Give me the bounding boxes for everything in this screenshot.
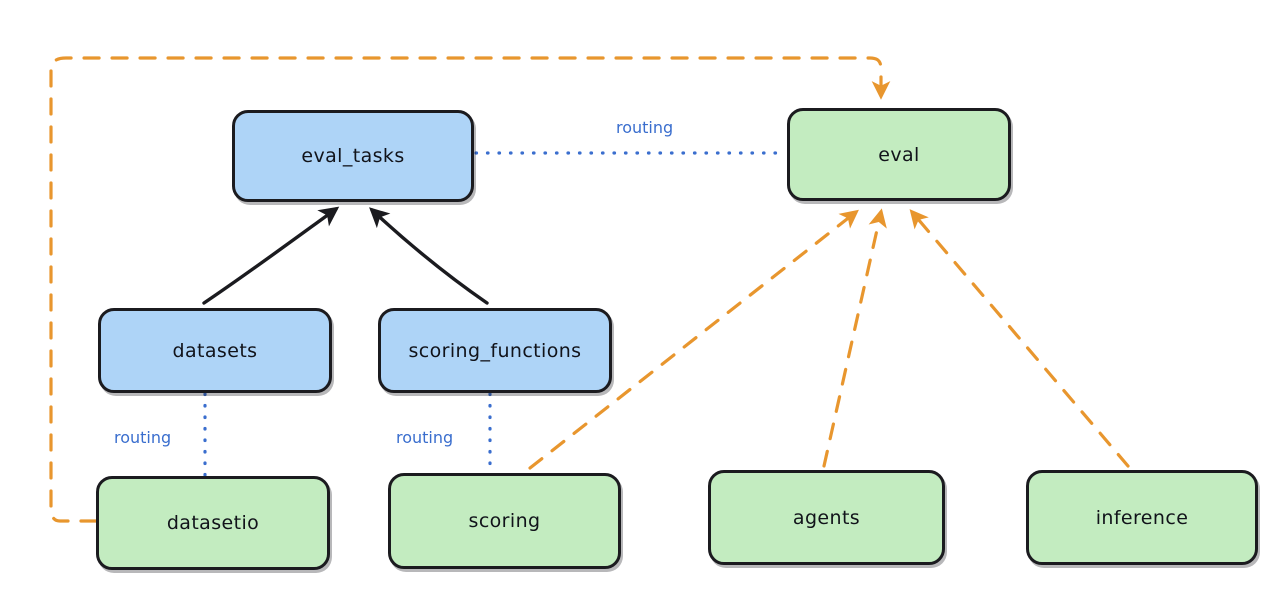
node-label-datasetio: datasetio — [166, 512, 260, 534]
node-label-inference: inference — [1095, 506, 1189, 529]
node-inference[interactable]: inference — [1026, 470, 1258, 565]
node-eval[interactable]: eval — [787, 108, 1011, 201]
edge-label-routing-datasetio: routing — [114, 428, 172, 447]
edge-agents-to-eval — [822, 208, 887, 468]
edge-datasetio-to-eval — [49, 56, 891, 523]
edge-label-routing-eval: routing — [616, 118, 674, 137]
node-datasets[interactable]: datasets — [98, 308, 332, 393]
node-eval-tasks[interactable]: eval_tasks — [232, 110, 474, 202]
edge-scoring-to-eval — [528, 209, 859, 470]
edge-inference-to-eval — [909, 209, 1130, 468]
edge-label-routing-scoring: routing — [396, 428, 454, 447]
node-datasetio[interactable]: datasetio — [96, 476, 330, 570]
node-label-datasets: datasets — [172, 339, 258, 362]
node-label-agents: agents — [792, 506, 861, 529]
node-label-scoring-functions: scoring_functions — [408, 339, 582, 362]
node-label-eval: eval — [878, 143, 920, 166]
node-agents[interactable]: agents — [708, 470, 945, 565]
node-label-scoring: scoring — [468, 510, 541, 532]
node-label-eval-tasks: eval_tasks — [301, 145, 405, 167]
node-scoring-functions[interactable]: scoring_functions — [378, 308, 612, 393]
node-scoring[interactable]: scoring — [388, 473, 621, 569]
edge-datasets-to-eval-tasks — [202, 206, 340, 305]
edge-scoring-functions-to-eval-tasks — [369, 207, 489, 305]
